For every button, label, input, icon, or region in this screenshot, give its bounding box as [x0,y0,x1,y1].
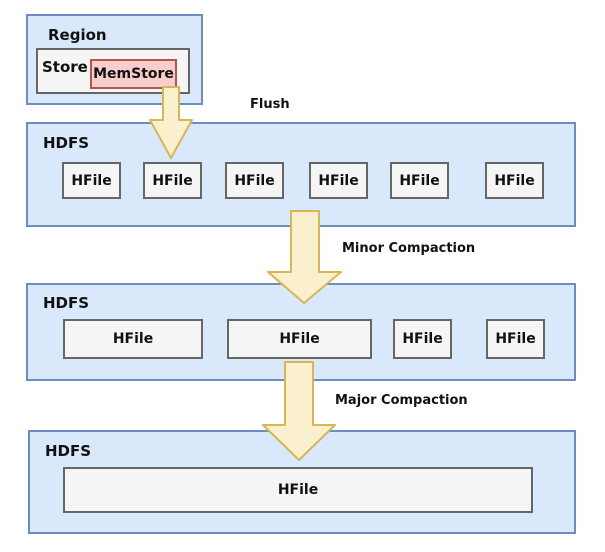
hfile-box: HFile [143,162,202,199]
memstore-label: MemStore [93,66,174,82]
store-box: Store MemStore [36,48,190,94]
hdfs-mid-label: HDFS [43,294,90,312]
hfile-label: HFile [277,482,319,498]
hfile-box: HFile [485,162,544,199]
hfile-label: HFile [399,172,440,189]
hfile-box: HFile [225,162,284,199]
major-compaction-arrow-icon [262,361,336,461]
hfile-box: HFile [227,319,372,359]
hdfs-bottom-label: HDFS [45,442,92,460]
store-label: Store [42,58,88,76]
hfile-label: HFile [494,172,535,189]
hfile-label: HFile [71,172,112,189]
minor-compaction-arrow-icon [267,210,342,304]
hfile-box: HFile [63,319,203,359]
minor-compaction-label: Minor Compaction [342,241,476,256]
hfile-label: HFile [112,331,154,347]
hfile-label: HFile [279,331,320,347]
hfile-box: HFile [62,162,121,199]
hdfs-bottom-box: HDFS HFile [28,430,576,534]
flush-label: Flush [250,97,290,112]
memstore-box: MemStore [90,59,177,89]
hfile-box: HFile [393,319,452,359]
hfile-label: HFile [402,331,443,347]
hfile-box: HFile [63,467,533,513]
hdfs-top-label: HDFS [43,134,90,152]
major-compaction-label: Major Compaction [335,393,468,408]
region-label: Region [48,26,107,44]
hfile-label: HFile [495,331,536,347]
region-box: Region Store MemStore [26,14,203,105]
hfile-box: HFile [486,319,545,359]
flush-arrow-icon [149,86,193,159]
hfile-box: HFile [309,162,368,199]
hfile-label: HFile [318,172,359,189]
hfile-label: HFile [152,172,193,189]
hfile-box: HFile [390,162,449,199]
hfile-label: HFile [234,172,275,189]
